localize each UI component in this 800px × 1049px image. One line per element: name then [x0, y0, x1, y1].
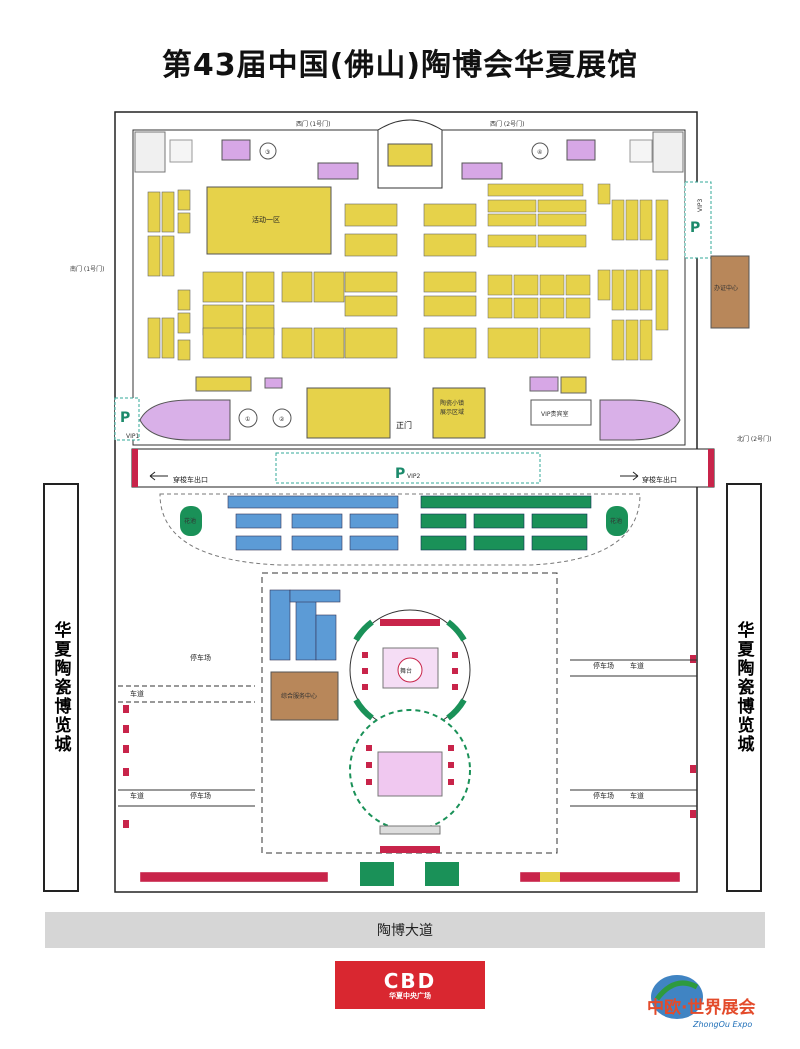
svg-text:停车场: 停车场 — [190, 791, 211, 800]
svg-text:VIP3: VIP3 — [697, 199, 704, 212]
svg-text:停车场: 停车场 — [593, 661, 614, 670]
shuttle-exit-left: 穿梭车出口 — [173, 475, 208, 484]
service-center — [270, 671, 339, 721]
office-center — [710, 255, 750, 329]
svg-text:①: ① — [245, 416, 250, 423]
svg-text:花池: 花池 — [610, 517, 622, 525]
svg-text:停车场: 停车场 — [593, 791, 614, 800]
svg-text:VIP贵宾室: VIP贵宾室 — [541, 410, 569, 418]
north-gate-2: 北门 (2号门) — [737, 435, 771, 443]
cbd-logo: CBD 华夏中央广场 — [335, 961, 485, 1009]
activity-zone-label: 活动一区 — [252, 215, 280, 224]
page-title: 第43届中国(佛山)陶博会华夏展馆 — [161, 48, 639, 83]
svg-text:VIP1: VIP1 — [126, 433, 139, 440]
zhongou-logo-sub: ZhongOu Expo — [692, 1020, 752, 1029]
svg-text:车道: 车道 — [630, 661, 644, 670]
svg-text:办证中心: 办证中心 — [714, 284, 738, 292]
svg-text:车道: 车道 — [130, 689, 144, 698]
svg-text:VIP2: VIP2 — [407, 473, 420, 480]
vip-room — [530, 399, 592, 426]
shuttle-exit-right: 穿梭车出口 — [642, 475, 677, 484]
booth-grid-right — [487, 183, 669, 361]
main-gate-label: 正门 — [396, 420, 412, 430]
svg-text:②: ② — [279, 416, 285, 423]
svg-text:展示区域: 展示区域 — [440, 408, 464, 416]
blue-pavilion — [227, 495, 399, 551]
activity-zone — [206, 186, 332, 255]
svg-text:P: P — [120, 410, 130, 426]
svg-text:④: ④ — [537, 149, 542, 156]
zhongou-logo-main: 中欧·世界展会 — [647, 997, 755, 1018]
green-block-right — [425, 862, 459, 886]
zhongou-expo-logo: 中欧·世界展会 ZhongOu Expo — [647, 975, 755, 1029]
svg-text:车道: 车道 — [630, 791, 644, 800]
svg-text:③: ③ — [265, 149, 270, 156]
svg-text:舞台: 舞台 — [400, 667, 412, 675]
flower-bed-right — [606, 506, 628, 536]
side-label-right: 华夏陶瓷博览城 — [726, 483, 762, 892]
svg-text:花池: 花池 — [184, 517, 196, 525]
vip2-parking — [275, 452, 541, 484]
svg-text:P: P — [690, 220, 700, 236]
right-wing — [599, 399, 681, 441]
south-gate-1: 南门 (1号门) — [70, 265, 104, 273]
svg-text:P: P — [395, 466, 405, 482]
green-pavilion — [420, 495, 592, 551]
main-hall: ③ ④ 西门 (1号门) 西门 (2号门) 活动一区 — [70, 119, 771, 446]
flower-bed-left — [180, 506, 202, 536]
west-gate-2: 西门 (2号门) — [490, 120, 524, 128]
svg-text:综合服务中心: 综合服务中心 — [281, 692, 317, 700]
green-block-left — [360, 862, 394, 886]
svg-text:车道: 车道 — [130, 791, 144, 800]
taobo-avenue: 陶博大道 — [45, 912, 765, 948]
side-label-left: 华夏陶瓷博览城 — [43, 483, 79, 892]
ceramic-town-zone — [432, 387, 486, 439]
cbd-logo-main: CBD — [383, 968, 437, 993]
svg-text:陶瓷小镇: 陶瓷小镇 — [440, 399, 464, 407]
west-gate-1: 西门 (1号门) — [296, 120, 330, 128]
left-wing — [139, 399, 231, 441]
svg-text:停车场: 停车场 — [190, 653, 211, 662]
cbd-logo-sub: 华夏中央广场 — [389, 991, 431, 1000]
